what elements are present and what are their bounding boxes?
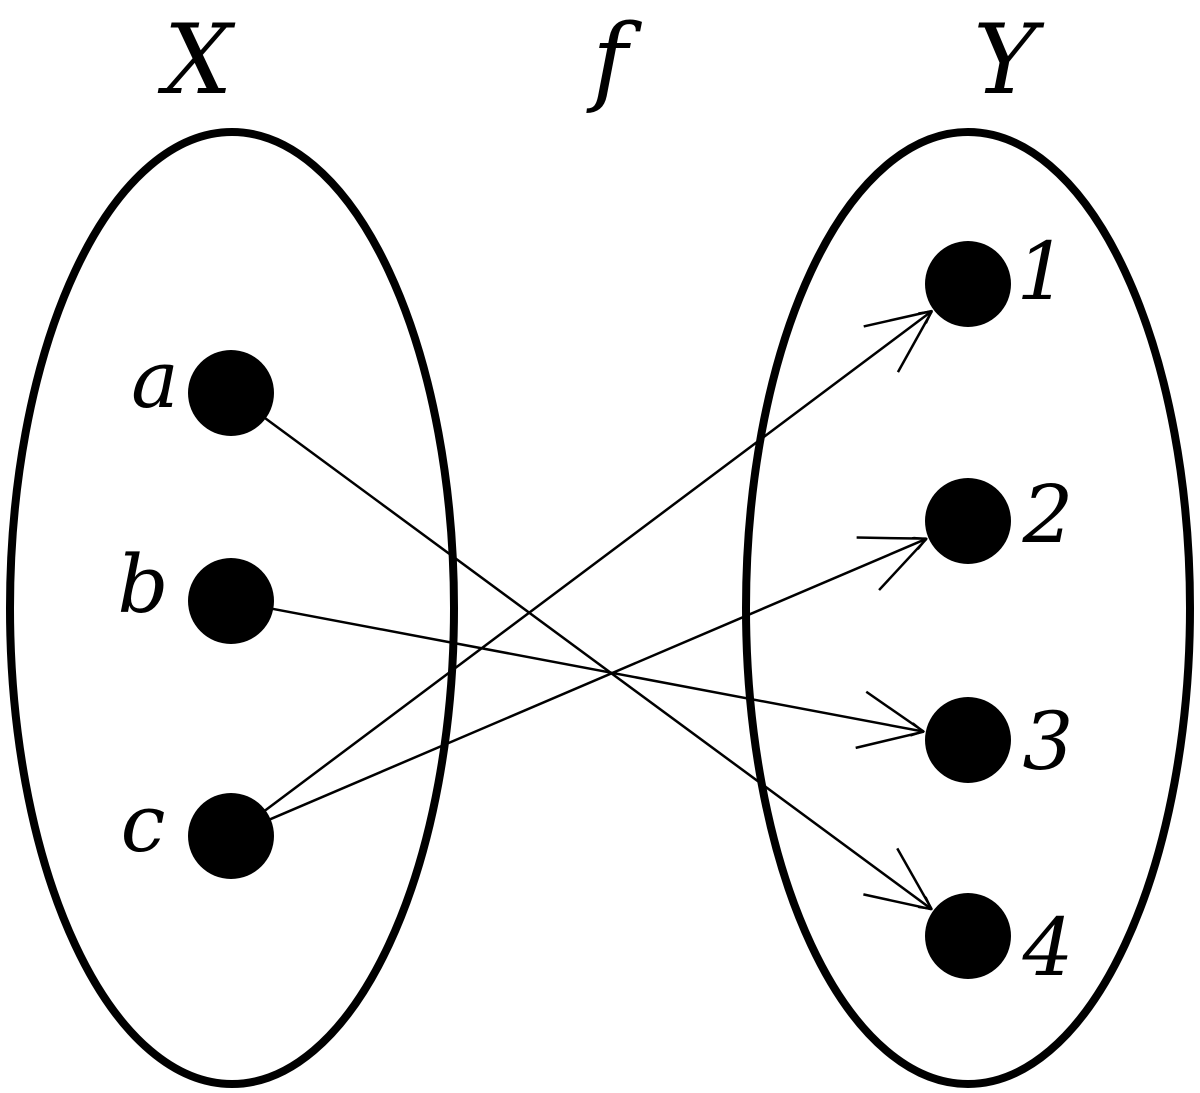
element-node-1 (925, 241, 1011, 327)
arrowhead-barb-b-to-3-0 (865, 690, 925, 733)
element-label-1: 1 (1017, 225, 1068, 318)
element-node-c (188, 793, 274, 879)
mapping-arrow-b-to-3 (260, 605, 924, 732)
arrowhead-barb-c-to-1-1 (896, 310, 934, 373)
arrowhead-barb-a-to-4-0 (896, 847, 933, 910)
mapping-arrow-c-to-2 (258, 539, 927, 826)
element-node-3 (925, 697, 1011, 783)
codomain-set-ellipse (742, 128, 1194, 1088)
element-node-b (188, 558, 274, 644)
codomain-element-1: 1 (925, 225, 1067, 327)
element-label-2: 2 (1022, 468, 1074, 561)
mappings-layer (254, 309, 934, 911)
element-label-b: b (117, 538, 168, 631)
element-label-3: 3 (1023, 695, 1074, 788)
codomain-set-label: Y (973, 4, 1045, 116)
domain-element-b: b (117, 538, 274, 644)
arrowhead-barb-c-to-1-0 (863, 309, 933, 328)
arrowhead-barb-c-to-2-1 (878, 537, 928, 591)
codomain-element-4: 4 (925, 893, 1073, 994)
arrowhead-barb-c-to-2-0 (856, 536, 927, 540)
element-node-a (188, 350, 274, 436)
codomain-element-2: 2 (925, 468, 1073, 564)
element-label-4: 4 (1022, 901, 1074, 994)
domain-set-label: X (157, 4, 236, 116)
domain-element-c: c (121, 777, 274, 879)
arrowhead-barb-b-to-3-1 (855, 730, 925, 750)
mapping-arrow-a-to-4 (254, 409, 932, 911)
function-label: f (586, 4, 642, 116)
mapping-arrow-c-to-1 (254, 311, 932, 819)
element-label-a: a (131, 333, 179, 426)
domain-element-a: a (131, 333, 274, 436)
element-node-4 (925, 893, 1011, 979)
element-label-c: c (121, 777, 166, 870)
codomain-element-3: 3 (925, 695, 1073, 788)
arrowhead-barb-a-to-4-1 (863, 893, 933, 911)
element-node-2 (925, 478, 1011, 564)
domain-set-ellipse (6, 128, 458, 1088)
